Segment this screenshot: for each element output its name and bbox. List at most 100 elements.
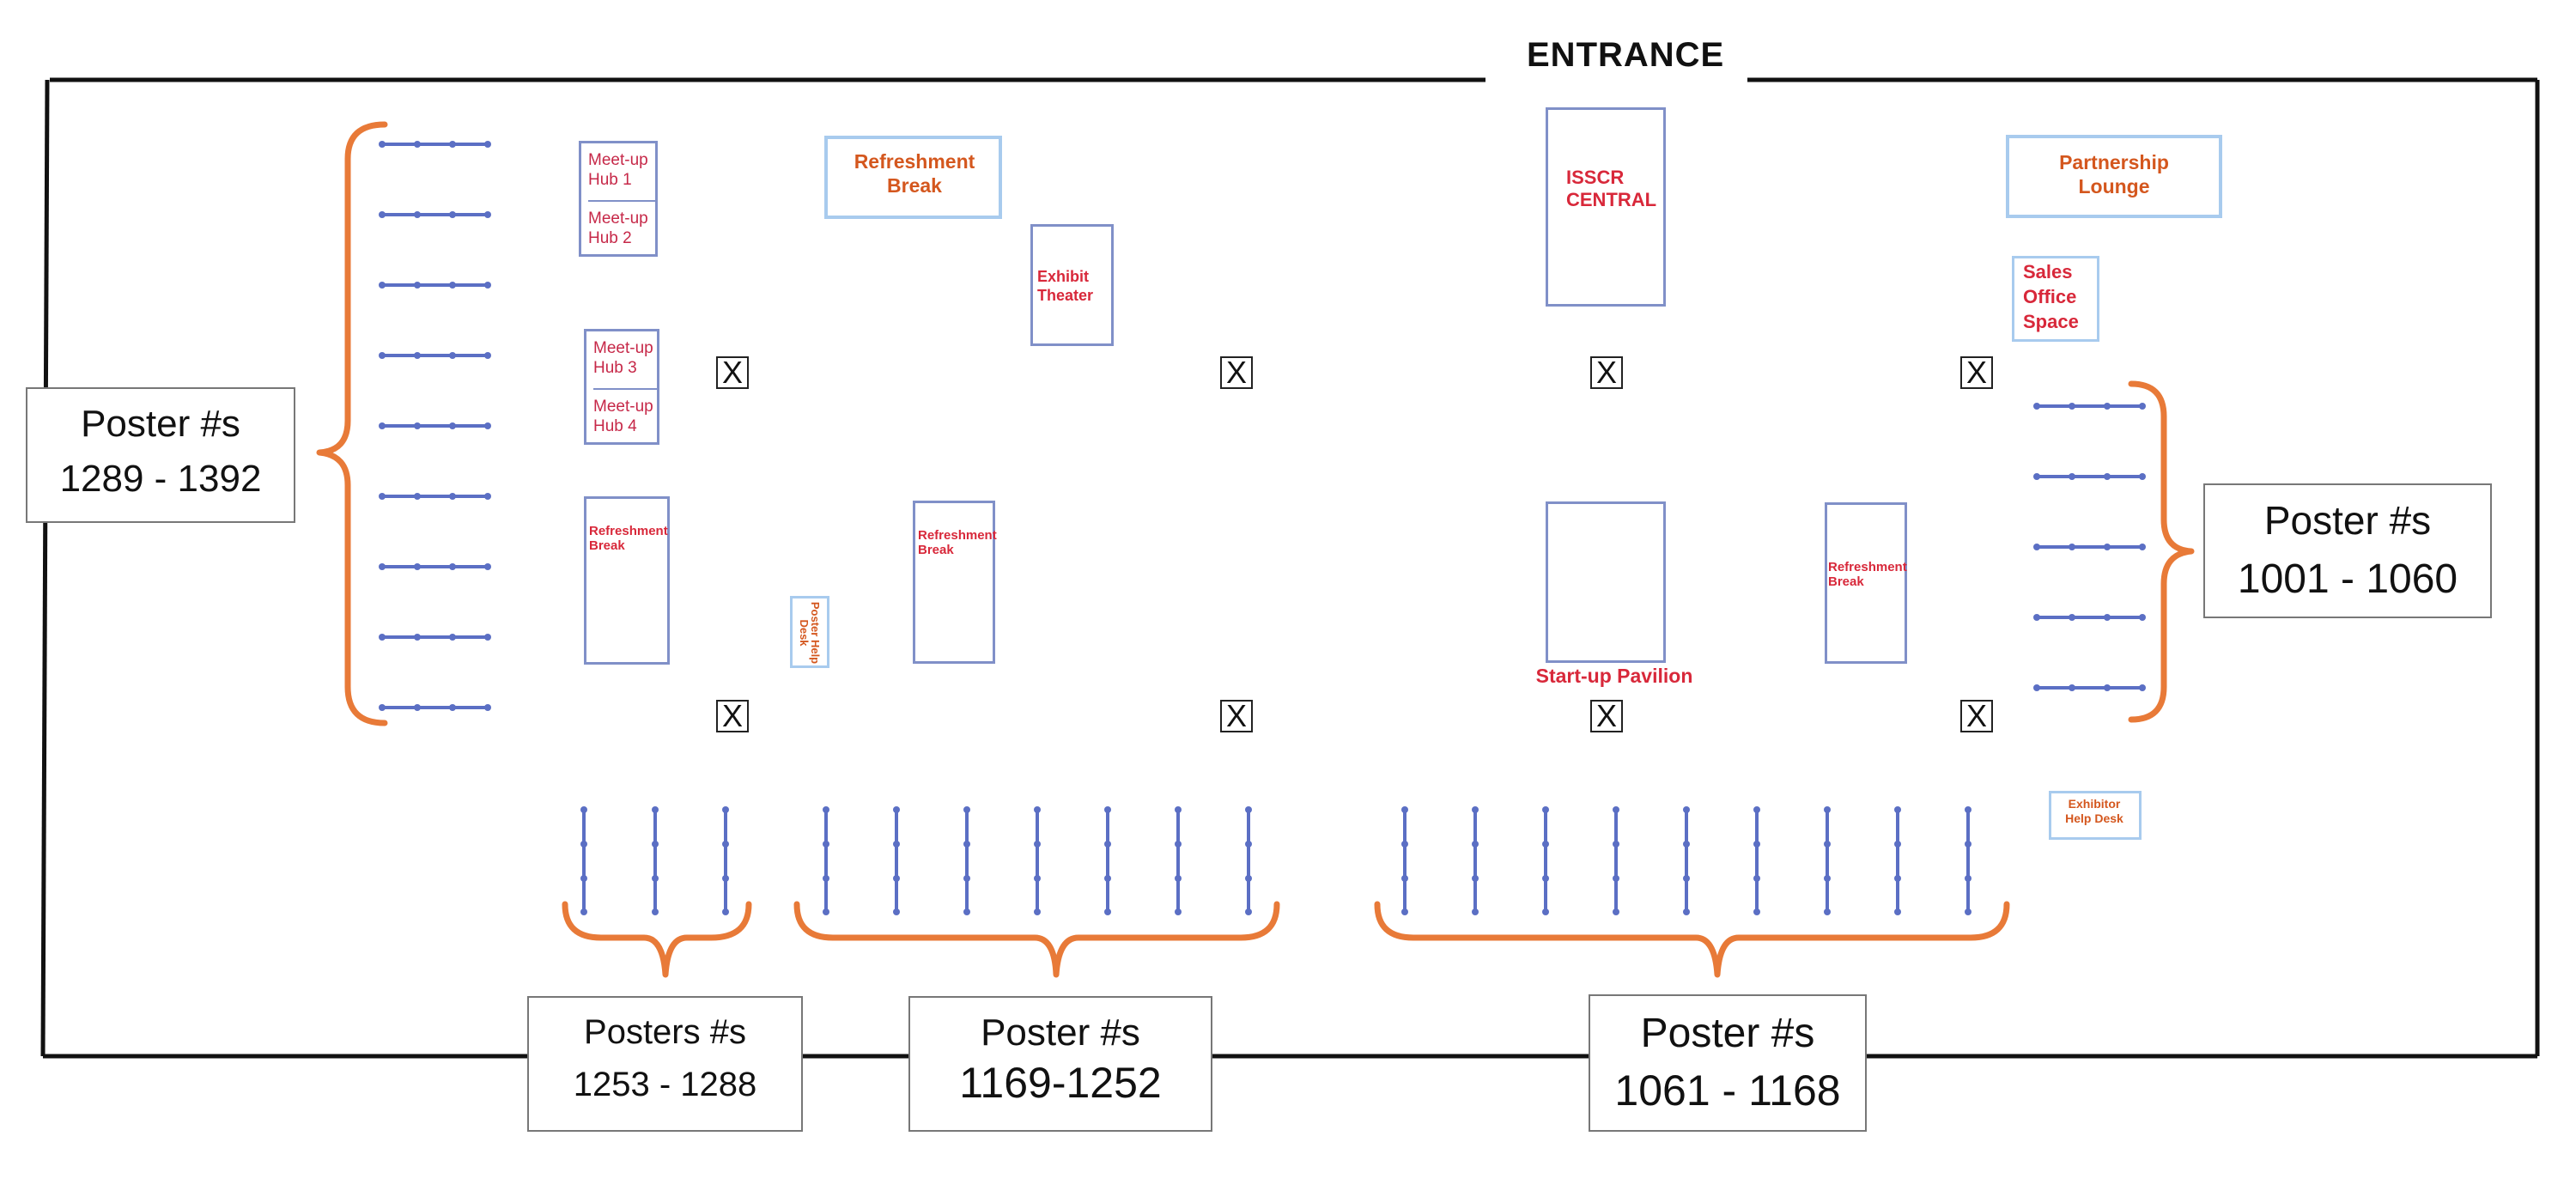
poster-board-post — [379, 422, 386, 429]
poster-board-post — [449, 422, 456, 429]
poster-board-post — [1753, 908, 1760, 915]
poster-board-post — [1965, 908, 1971, 915]
poster-board-post — [1894, 841, 1901, 848]
exhibit-theater — [1030, 224, 1114, 346]
poster-board-post — [484, 704, 491, 711]
poster-board-post — [963, 841, 970, 848]
refreshment-break-right-label: Refreshment Break — [1828, 560, 1907, 589]
poster-board-post — [823, 841, 829, 848]
x-marker: X — [1960, 356, 1993, 389]
poster-board-post — [1542, 875, 1549, 882]
poster-board-post — [1472, 908, 1479, 915]
poster-brackets — [316, 121, 2195, 978]
meetup-hub-2: Meet-up Hub 2 — [588, 200, 655, 257]
poster-board-post — [1175, 841, 1182, 848]
poster-board-post — [1613, 875, 1619, 882]
poster-board-post — [2069, 544, 2075, 550]
poster-board-post — [2069, 473, 2075, 480]
poster-board-post — [449, 563, 456, 570]
poster-board-post — [414, 141, 421, 148]
poster-board-post — [414, 352, 421, 359]
poster-board-post — [484, 493, 491, 500]
wall-left — [40, 79, 50, 1057]
poster-board-post — [580, 806, 587, 813]
poster-board-post — [414, 704, 421, 711]
poster-board-post — [1401, 875, 1408, 882]
poster-board-post — [1245, 841, 1252, 848]
poster-range-left-value: 1289 - 1392 — [59, 458, 262, 500]
meetup-hub-1: Meet-up Hub 1 — [588, 151, 648, 189]
poster-board-post — [1245, 908, 1252, 915]
poster-board-post — [580, 841, 587, 848]
poster-board-post — [1472, 806, 1479, 813]
poster-board-post — [484, 352, 491, 359]
poster-board-post — [484, 141, 491, 148]
poster-range-bottom-1-heading: Posters #s — [584, 1013, 746, 1051]
poster-board-post — [1683, 841, 1690, 848]
poster-board-post — [580, 908, 587, 915]
poster-board-post — [1894, 875, 1901, 882]
poster-board-post — [1753, 806, 1760, 813]
poster-help-desk — [790, 596, 829, 668]
poster-board-post — [1034, 908, 1041, 915]
poster-board-post — [722, 806, 729, 813]
partnership-lounge-label: Partnership Lounge — [2059, 151, 2169, 197]
poster-board-post — [1965, 806, 1971, 813]
poster-board-post — [1683, 875, 1690, 882]
poster-board-post — [1245, 875, 1252, 882]
poster-board-post — [1401, 908, 1408, 915]
poster-board-post — [1824, 841, 1831, 848]
poster-board-post — [1824, 908, 1831, 915]
poster-board-post — [1245, 806, 1252, 813]
poster-board-post — [893, 806, 900, 813]
poster-board-post — [1824, 875, 1831, 882]
poster-board-post — [1894, 908, 1901, 915]
refreshment-break-mid-label: Refreshment Break — [918, 528, 997, 557]
poster-board-post — [652, 841, 659, 848]
poster-board-post — [449, 493, 456, 500]
poster-board-post — [414, 634, 421, 641]
poster-range-right: Poster #s 1001 - 1060 — [2203, 483, 2492, 618]
poster-board-post — [2033, 614, 2040, 621]
poster-board-post — [2139, 403, 2146, 410]
poster-board-post — [379, 352, 386, 359]
poster-board-post — [2104, 614, 2111, 621]
poster-board-post — [823, 806, 829, 813]
poster-board-post — [652, 908, 659, 915]
poster-board-post — [1753, 875, 1760, 882]
startup-pavilion-label: Start-up Pavilion — [1535, 665, 1693, 687]
poster-board-post — [1034, 875, 1041, 882]
poster-board-post — [580, 875, 587, 882]
poster-board-post — [2104, 684, 2111, 691]
poster-board-post — [1472, 875, 1479, 882]
poster-board-post — [379, 634, 386, 641]
x-marker: X — [716, 356, 749, 389]
poster-board-post — [484, 563, 491, 570]
poster-help-desk-label: Poster Help Desk — [798, 601, 822, 665]
poster-boards — [379, 141, 2146, 915]
poster-board-post — [1175, 908, 1182, 915]
x-marker: X — [1590, 356, 1623, 389]
isscr-central-label: ISSCR CENTRAL — [1566, 167, 1657, 211]
poster-range-bottom-3-heading: Poster #s — [1640, 1011, 1815, 1056]
poster-board-post — [2139, 544, 2146, 550]
x-marker: X — [1220, 356, 1253, 389]
bracket-bottom-2 — [793, 901, 1280, 978]
poster-board-post — [2069, 684, 2075, 691]
poster-board-post — [2033, 473, 2040, 480]
poster-range-left-heading: Poster #s — [81, 403, 240, 445]
isscr-central — [1546, 107, 1666, 307]
poster-board-post — [1613, 841, 1619, 848]
poster-board-post — [2139, 473, 2146, 480]
poster-range-bottom-1-value: 1253 - 1288 — [573, 1066, 757, 1103]
poster-board-post — [2104, 544, 2111, 550]
exhibitor-help-desk-label: Exhibitor Help Desk — [2065, 797, 2123, 825]
poster-board-post — [449, 352, 456, 359]
refreshment-break-top — [824, 136, 1002, 219]
entrance-label: ENTRANCE — [1527, 36, 1725, 74]
poster-board-post — [484, 422, 491, 429]
meetup-hubs-3-4: Meet-up Hub 3 Meet-up Hub 4 — [584, 329, 659, 445]
poster-board-post — [1683, 806, 1690, 813]
poster-board-post — [1613, 908, 1619, 915]
